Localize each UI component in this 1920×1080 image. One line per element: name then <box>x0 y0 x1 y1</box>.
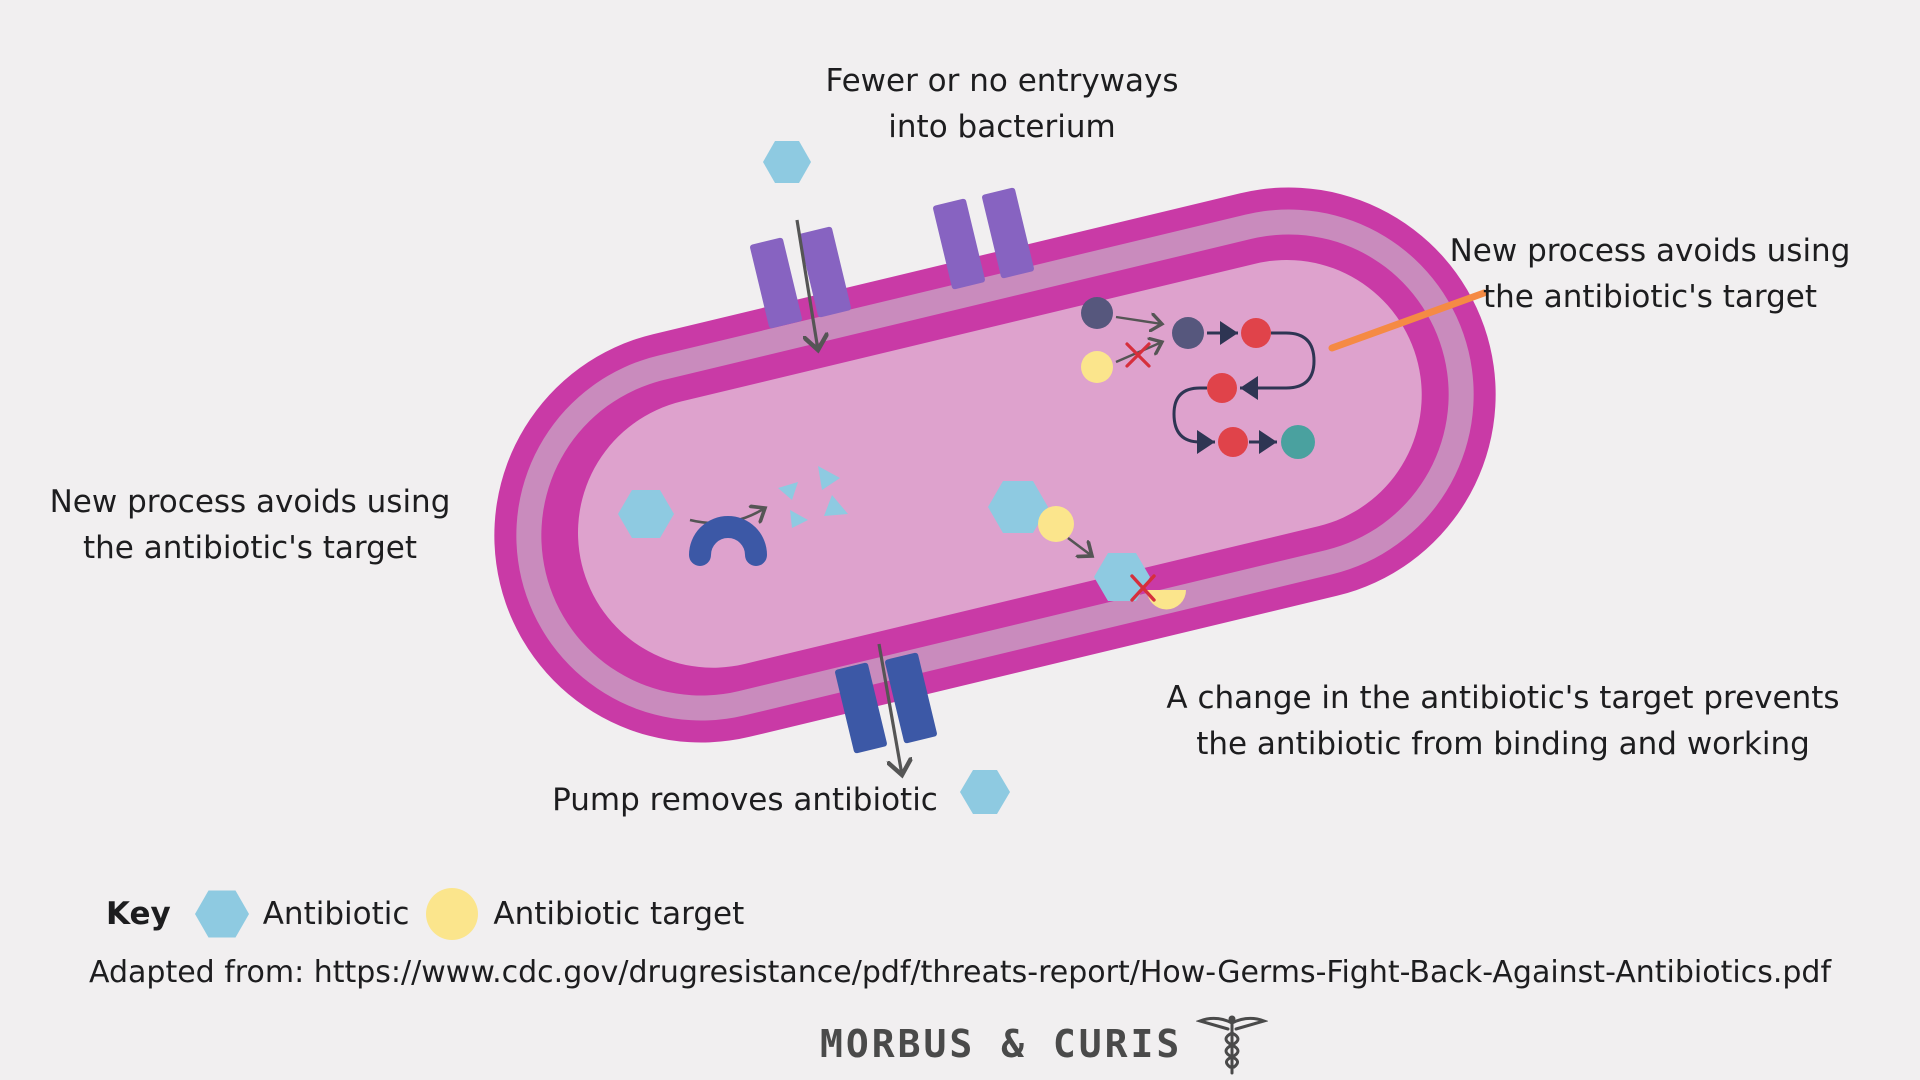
new-process-left-line-2: the antibiotic's target <box>83 530 417 566</box>
pump-label: Pump removes antibiotic <box>540 777 950 823</box>
antibiotic-hexagon-icon <box>194 890 249 938</box>
target-change-arrow <box>1067 536 1092 556</box>
label-pointer-line <box>1328 289 1488 352</box>
legend-target-label: Antibiotic target <box>493 896 745 932</box>
pathway-node-1 <box>1172 317 1204 349</box>
legend-title: Key <box>106 896 171 932</box>
efflux-pump <box>835 652 937 754</box>
new-process-label-left: New process avoids using the antibiotic'… <box>30 479 470 571</box>
pathway-start-node <box>1081 297 1113 329</box>
pathway-loop-left <box>1172 386 1215 454</box>
antibiotic-hexagon-pumped <box>960 770 1010 814</box>
pump-arrow <box>877 643 902 775</box>
entryway-label-line-2: into bacterium <box>888 109 1116 145</box>
antibiotic-hexagon-entering <box>763 141 811 183</box>
entry-arrow <box>795 219 818 350</box>
cytoplasm <box>578 259 1422 668</box>
brand-name: MORBUS & CURIS <box>820 1022 1183 1066</box>
new-process-right-line-1: New process avoids using <box>1449 233 1851 269</box>
porin-channel-left <box>750 226 851 329</box>
pump-label-text: Pump removes antibiotic <box>552 782 938 818</box>
pathway-end-node <box>1281 425 1315 459</box>
enzyme-shape <box>689 516 767 566</box>
entryway-label: Fewer or no entryways into bacterium <box>782 58 1222 150</box>
entryway-label-line-1: Fewer or no entryways <box>825 63 1179 99</box>
legend: Key Antibiotic Antibiotic target <box>106 884 758 944</box>
antibiotic-hexagon-bound <box>988 481 1048 533</box>
antibiotic-fragments <box>778 466 848 528</box>
new-process-right-line-2: the antibiotic's target <box>1483 279 1817 315</box>
legend-antibiotic-label: Antibiotic <box>262 896 410 932</box>
pathway-node-3 <box>1207 373 1237 403</box>
brand-footer: MORBUS & CURIS <box>820 1013 1269 1075</box>
binding-blocked-mark <box>1130 574 1156 602</box>
pathway-node-2 <box>1241 318 1271 348</box>
pathway-blocked-mark <box>1125 342 1151 368</box>
antibiotic-hexagon-intact <box>618 490 674 538</box>
target-change-line-2: the antibiotic from binding and working <box>1196 726 1810 762</box>
pathway-node-4 <box>1218 427 1248 457</box>
porin-channel-right <box>933 187 1034 290</box>
target-change-line-1: A change in the antibiotic's target prev… <box>1166 680 1840 716</box>
antibiotic-hexagon-blocked <box>1094 553 1150 601</box>
caduceus-icon <box>1196 1015 1269 1075</box>
antibiotic-target-altered <box>1147 590 1186 610</box>
antibiotic-target-pathway <box>1081 351 1113 383</box>
pathway-arrow-1 <box>1115 317 1162 324</box>
antibiotic-target-normal <box>1038 506 1074 542</box>
pathway-loop-right <box>1240 331 1316 400</box>
target-change-label: A change in the antibiotic's target prev… <box>1158 675 1848 767</box>
antibiotic-target-circle-icon <box>426 888 479 940</box>
source-citation: Adapted from: https://www.cdc.gov/drugre… <box>88 955 1832 990</box>
new-process-left-line-1: New process avoids using <box>49 484 451 520</box>
new-process-label-right: New process avoids using the antibiotic'… <box>1430 228 1870 320</box>
